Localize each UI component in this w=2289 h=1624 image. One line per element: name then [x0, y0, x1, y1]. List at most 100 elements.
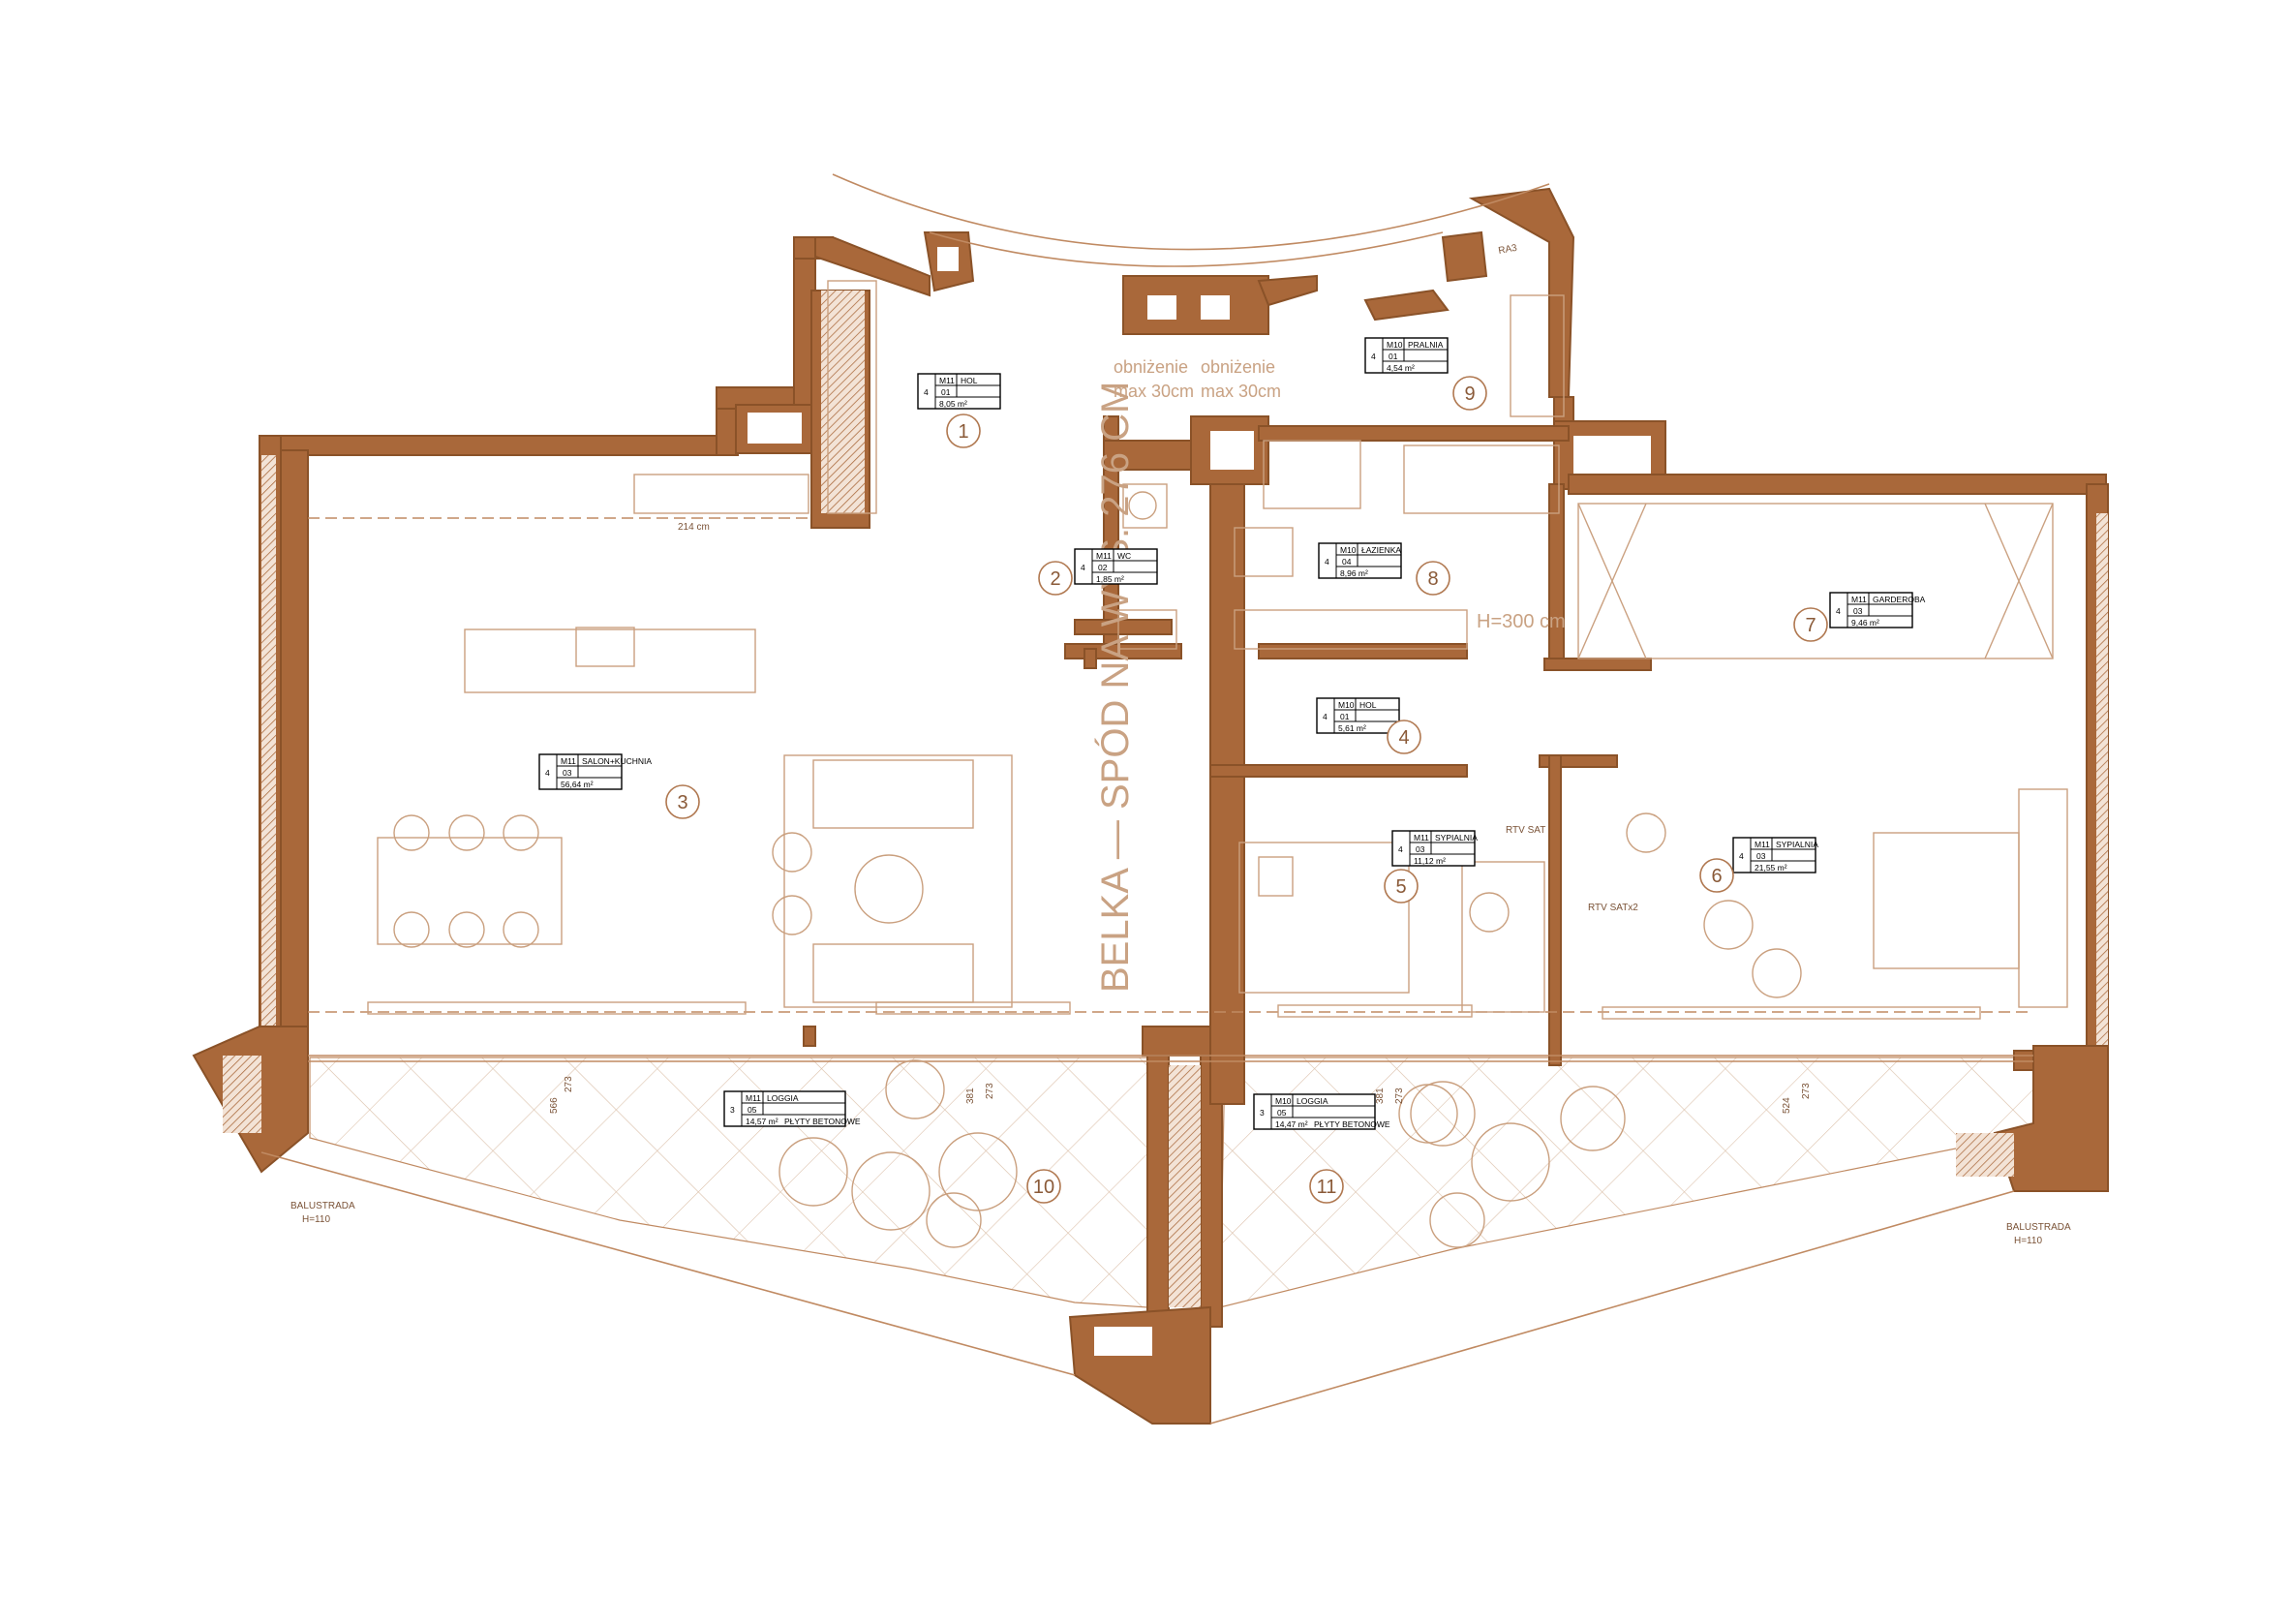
- dim-273a: 273: [564, 1076, 574, 1092]
- room-sub: 03: [1756, 851, 1766, 861]
- room-name: SYPIALNIA: [1776, 840, 1818, 849]
- room-sub: 05: [748, 1105, 757, 1115]
- room-name: SYPIALNIA: [1435, 833, 1478, 843]
- room-extra: PŁYTY BETONOWE: [1314, 1119, 1390, 1129]
- room-tag-8: 4 M10 04 ŁAZIENKA 8,96 m²: [1318, 542, 1402, 579]
- room-sub: 02: [1098, 563, 1108, 572]
- room-area: 56,64 m²: [561, 780, 594, 789]
- balustrade-left-label: BALUSTRADA: [290, 1201, 355, 1211]
- lowering-right-2: max 30cm: [1201, 382, 1281, 401]
- room-name: HOL: [961, 376, 978, 385]
- radiators: [367, 1001, 1981, 1020]
- room-number: 3: [677, 792, 687, 813]
- room-number-circle: [665, 784, 700, 819]
- room-code: M11: [746, 1093, 761, 1103]
- room-code: M10: [1387, 340, 1403, 350]
- balustrade-left-h: H=110: [302, 1214, 330, 1225]
- room-level: 3: [730, 1105, 735, 1115]
- room-area: 4,54 m²: [1387, 363, 1415, 373]
- room-area: 5,61 m²: [1338, 723, 1366, 733]
- room-tag-9: 4 M10 01 PRALNIA 4,54 m²: [1364, 337, 1449, 374]
- balustrade-right-h: H=110: [2014, 1236, 2042, 1246]
- room-level: 4: [545, 768, 550, 778]
- room-number: 6: [1711, 866, 1722, 887]
- room-extra: PŁYTY BETONOWE: [784, 1117, 861, 1126]
- room-code: M10: [1340, 545, 1357, 555]
- dim-273d: 273: [1801, 1083, 1812, 1099]
- room-code: M11: [1851, 595, 1867, 604]
- room-number-circle: [1387, 720, 1421, 754]
- rtv-sat2-label: RTV SATx2: [1588, 903, 1638, 913]
- dim-214: 214 cm: [678, 522, 710, 533]
- room-number: 4: [1398, 727, 1409, 749]
- thin-lines: [260, 173, 2068, 1425]
- dim-381b: 381: [1375, 1088, 1386, 1104]
- room-level: 4: [1325, 557, 1329, 567]
- room-name: LOGGIA: [767, 1093, 799, 1103]
- room-level: 4: [924, 387, 929, 397]
- room-code: M10: [1275, 1096, 1292, 1106]
- room-area: 21,55 m²: [1755, 863, 1787, 873]
- room-code: M11: [1755, 840, 1770, 849]
- room-number: 7: [1805, 615, 1816, 636]
- room-number-circle: [1026, 1169, 1061, 1204]
- room-sub: 01: [1340, 712, 1350, 721]
- rtv-sat-label: RTV SAT: [1506, 825, 1545, 836]
- room-number: 9: [1464, 383, 1475, 405]
- room-level: 4: [1398, 844, 1403, 854]
- room-number-circle: [1793, 607, 1828, 642]
- beam-note: BELKA — SPÓD NA WYS. 276 CM: [1093, 382, 1137, 993]
- room-name: PRALNIA: [1408, 340, 1444, 350]
- room-code: M11: [1096, 551, 1112, 561]
- dim-381a: 381: [965, 1088, 976, 1104]
- room-number-circle: [1699, 858, 1734, 893]
- room-number: 11: [1317, 1177, 1337, 1198]
- room-level: 4: [1081, 563, 1085, 572]
- room-sub: 03: [563, 768, 572, 778]
- room-area: 11,12 m²: [1414, 856, 1446, 866]
- room-name: ŁAZIENKA: [1361, 545, 1401, 555]
- room-sub: 01: [1389, 352, 1398, 361]
- room-sub: 01: [941, 387, 951, 397]
- dim-273b: 273: [985, 1083, 995, 1099]
- room-sub: 04: [1342, 557, 1352, 567]
- dim-273c: 273: [1394, 1088, 1405, 1104]
- room-area: 1,85 m²: [1096, 574, 1124, 584]
- room-number-circle: [1309, 1169, 1344, 1204]
- dim-566: 566: [549, 1097, 560, 1114]
- lowering-left-1: obniżenie: [1114, 357, 1188, 377]
- room-name: SALON+KUCHNIA: [582, 756, 652, 766]
- room-tag-1: 4 M11 01 HOL 8,05 m²: [917, 373, 1001, 410]
- room-name: WC: [1117, 551, 1131, 561]
- room-area: 8,05 m²: [939, 399, 967, 409]
- room-name: GARDEROBA: [1873, 595, 1926, 604]
- room-name: HOL: [1359, 700, 1377, 710]
- dim-524: 524: [1782, 1097, 1792, 1114]
- room-level: 4: [1371, 352, 1376, 361]
- room-name: LOGGIA: [1297, 1096, 1328, 1106]
- room-number-circle: [1416, 561, 1450, 596]
- room-number: 2: [1050, 568, 1060, 590]
- room-area: 8,96 m²: [1340, 568, 1368, 578]
- lowering-left-2: max 30cm: [1114, 382, 1194, 401]
- room-code: M11: [939, 376, 955, 385]
- room-number-circle: [946, 414, 981, 448]
- room-number: 1: [958, 421, 968, 443]
- notes: BELKA — SPÓD NA WYS. 276 CM obniżenie ma…: [290, 243, 2071, 1246]
- room-number: 5: [1395, 876, 1406, 898]
- room-sub: 03: [1416, 844, 1425, 854]
- room-level: 4: [1323, 712, 1328, 721]
- room-sub: 05: [1277, 1108, 1287, 1118]
- balustrade-right-label: BALUSTRADA: [2006, 1222, 2071, 1233]
- room-code: M11: [561, 756, 576, 766]
- room-level: 4: [1739, 851, 1744, 861]
- height-note: H=300 cm: [1477, 611, 1566, 632]
- room-number: 10: [1033, 1177, 1054, 1198]
- room-area: 9,46 m²: [1851, 618, 1879, 628]
